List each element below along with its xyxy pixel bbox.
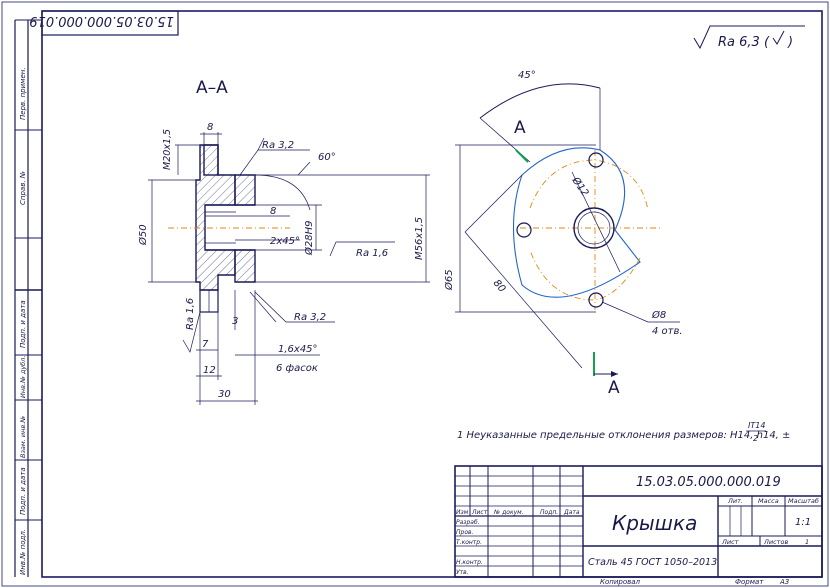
dim-8-top: 8 <box>207 122 213 133</box>
mass-header: Масса <box>758 497 779 505</box>
inner-frame <box>41 10 823 578</box>
side-label-2: Справ. № <box>19 171 27 205</box>
section-a-bottom: А <box>608 378 620 398</box>
col-list: Лист <box>471 509 488 516</box>
note-frac-top: IT14 <box>748 421 765 430</box>
title-doc-number: 15.03.05.000.000.019 <box>636 475 781 490</box>
dim-7: 7 <box>202 339 209 350</box>
title-block: Изм Лист № докум. Подп. Дата Разраб. Про… <box>454 465 823 586</box>
dim-12: 12 <box>203 365 216 376</box>
section-view: Ø50 M20x1,5 8 Ra 3,2 60° 8 2x45° Ø28H9 R… <box>137 122 430 405</box>
side-label-6: Подп. и дата <box>19 467 27 515</box>
side-label-4: Инв.№ дубл. <box>19 356 27 398</box>
row-nkontr: Н.контр. <box>456 559 483 566</box>
col-doc: № докум. <box>493 509 524 516</box>
holes-4: 4 отв. <box>652 326 683 337</box>
dim-d65: Ø65 <box>443 269 455 291</box>
roughness-close: ) <box>787 35 793 50</box>
rotated-doc-number: 15.03.05.000.000.019 <box>29 13 174 28</box>
lit-header: Лит. <box>727 497 743 505</box>
row-prov: Пров. <box>456 529 474 536</box>
title-material: Сталь 45 ГОСТ 1050–2013 <box>588 557 717 568</box>
front-view: Ø65 45° А 80 Ø12 Ø8 4 отв. А <box>443 70 683 398</box>
format-value: A3 <box>779 578 789 586</box>
title-name: Крышка <box>612 511 697 535</box>
dim-d12: Ø12 <box>569 174 591 199</box>
chamfer-2x45: 2x45° <box>270 236 300 247</box>
scale-value: 1:1 <box>795 517 811 528</box>
row-tkontr: Т.контр. <box>456 539 482 546</box>
dim-d28: Ø28H9 <box>303 221 315 256</box>
side-label-3: Подп. и дата <box>19 300 27 348</box>
sheet-label: Лист <box>721 538 739 546</box>
dim-m20: M20x1,5 <box>162 129 173 170</box>
note-frac-bot: 2 <box>753 434 758 443</box>
angle-60: 60° <box>318 152 336 163</box>
dim-30: 30 <box>218 389 231 400</box>
row-utv: Утв. <box>456 569 469 576</box>
sheets-label: Листов <box>763 538 788 546</box>
dim-d8: Ø8 <box>651 309 666 321</box>
rotated-doc-number-box: 15.03.05.000.000.019 <box>29 10 179 36</box>
ra32-bot: Ra 3,2 <box>294 312 326 323</box>
copied-label: Копировал <box>600 578 641 586</box>
col-date: Дата <box>563 509 580 516</box>
chamfer-16x45: 1,6x45° <box>278 344 318 355</box>
ra32-top: Ra 3,2 <box>262 140 294 151</box>
roughness-text: Ra 6,3 ( <box>718 35 770 50</box>
scale-header: Масштаб <box>788 497 819 505</box>
side-label-7: Инв.№ подл. <box>19 529 27 575</box>
dim-m56: M56x1,5 <box>414 217 425 260</box>
side-label-5: Взам. инв.№ <box>19 416 27 458</box>
row-razrab: Разраб. <box>456 519 480 526</box>
format-label: Формат <box>735 578 764 586</box>
section-a-top: А <box>514 118 526 138</box>
ra16-right: Ra 1,6 <box>356 248 388 259</box>
section-title: А–А <box>196 78 228 98</box>
side-label-1: Перв. примен. <box>19 67 27 120</box>
tech-note: 1 Неуказанные предельные отклонения разм… <box>457 421 790 443</box>
general-roughness: Ra 6,3 ( ) <box>693 25 805 50</box>
dim-d50: Ø50 <box>137 224 149 246</box>
angle-45: 45° <box>518 70 536 81</box>
col-izm: Изм <box>456 509 469 516</box>
sheets-value: 1 <box>805 538 809 546</box>
col-sign: Подп. <box>540 509 558 516</box>
ra16-left: Ra 1,6 <box>185 298 196 330</box>
dim-80: 80 <box>491 278 508 295</box>
note-text: 1 Неуказанные предельные отклонения разм… <box>457 430 790 441</box>
side-strip: Перв. примен. Справ. № Подп. и дата Инв.… <box>14 19 42 577</box>
chamfers-6: 6 фасок <box>276 363 318 374</box>
dim-8-mid: 8 <box>270 206 276 217</box>
dim-3: 3 <box>232 316 238 327</box>
